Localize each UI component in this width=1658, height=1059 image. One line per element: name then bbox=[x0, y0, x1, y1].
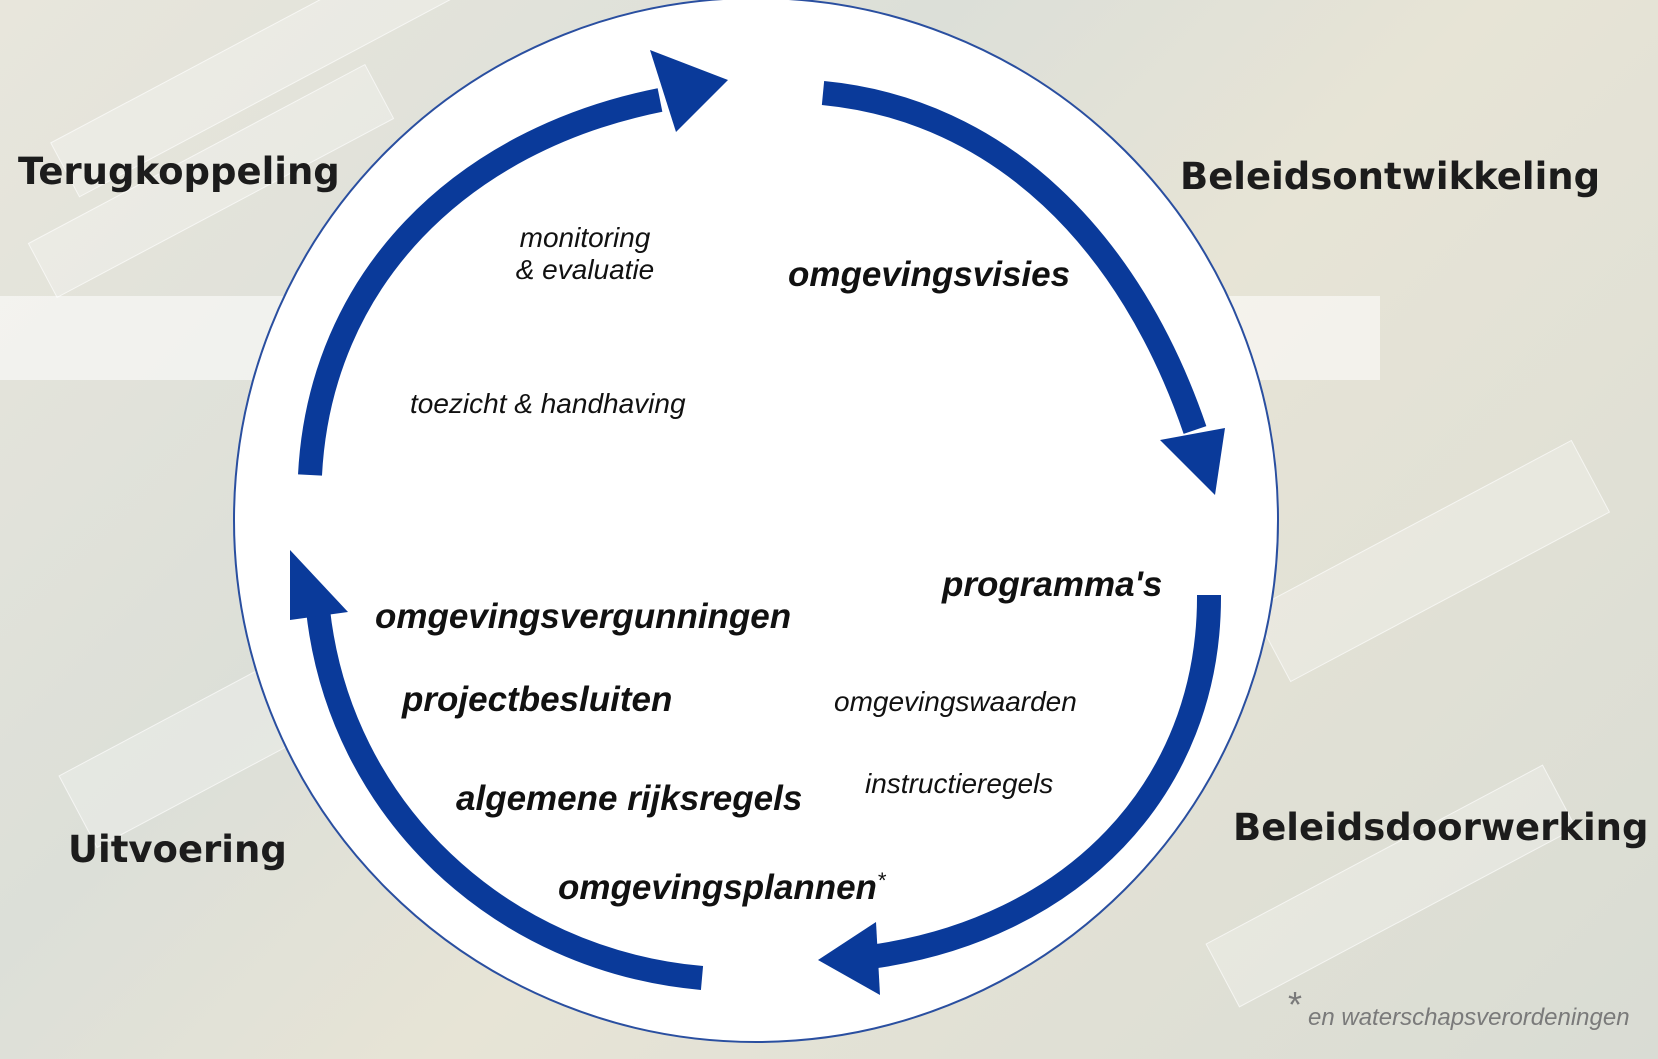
cycle-arrow-feedback bbox=[298, 88, 663, 476]
label-omgevingsplannen-text: omgevingsplannen bbox=[558, 868, 877, 907]
cycle-arrow-development bbox=[821, 81, 1207, 434]
footnote-text: en waterschapsverordeningen bbox=[1308, 1004, 1630, 1031]
cycle-arrowhead-implementation bbox=[818, 922, 880, 995]
cycle-arrowhead-execution bbox=[290, 550, 348, 620]
label-omgevingsvergunningen: omgevingsvergunningen bbox=[375, 597, 792, 636]
label-omgevingswaarden: omgevingswaarden bbox=[834, 686, 1077, 717]
phase-beleidsdoorwerking: Beleidsdoorwerking bbox=[1233, 806, 1649, 849]
footnote-asterisk: * bbox=[1288, 984, 1303, 1025]
label-algemene-rijksregels: algemene rijksregels bbox=[456, 779, 803, 818]
label-instructieregels: instructieregels bbox=[865, 768, 1054, 799]
cycle-circle bbox=[233, 0, 1279, 1043]
cycle-arrow-execution bbox=[306, 608, 704, 990]
label-toezicht-handhaving: toezicht & handhaving bbox=[410, 388, 686, 419]
footnote: *en waterschapsverordeningen bbox=[1288, 984, 1630, 1034]
label-projectbesluiten: projectbesluiten bbox=[402, 680, 673, 719]
label-omgevingsplannen: omgevingsplannen* bbox=[558, 868, 886, 908]
phase-terugkoppeling: Terugkoppeling bbox=[18, 150, 340, 193]
phase-uitvoering: Uitvoering bbox=[68, 828, 287, 871]
cycle-arrow-implementation bbox=[868, 594, 1222, 969]
phase-beleidsontwikkeling: Beleidsontwikkeling bbox=[1180, 155, 1601, 198]
label-monitoring-evaluatie: monitoring & evaluatie bbox=[500, 222, 670, 286]
label-monitoring: monitoring bbox=[519, 222, 651, 253]
label-omgevingsvisies: omgevingsvisies bbox=[788, 255, 1071, 294]
label-programmas: programma's bbox=[942, 565, 1163, 604]
label-evaluatie: & evaluatie bbox=[515, 254, 655, 285]
cycle-arrowhead-feedback bbox=[650, 50, 728, 132]
asterisk-mark: * bbox=[876, 868, 886, 893]
cycle-arrowhead-development bbox=[1160, 428, 1225, 495]
